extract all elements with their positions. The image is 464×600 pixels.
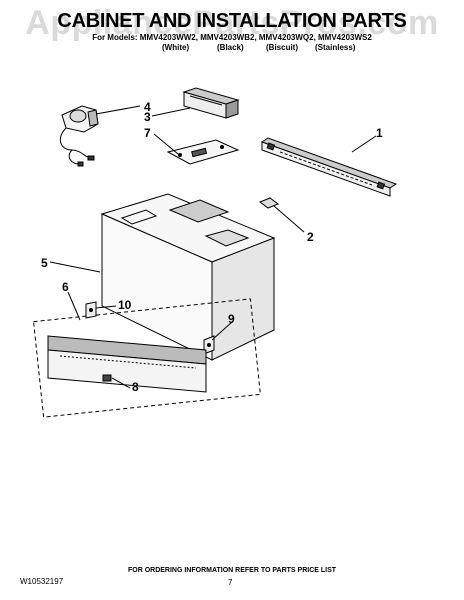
part-7-plate	[166, 139, 240, 165]
color-label-white: (White)	[162, 43, 190, 52]
color-label-stainless: (Stainless)	[315, 43, 356, 52]
part-2-clip	[258, 197, 280, 209]
document-code: W10532197	[20, 577, 64, 586]
part-6-grille	[47, 335, 207, 393]
watermark: AppliancePartsPros.com	[25, 4, 439, 42]
callout-9: 9	[228, 312, 235, 326]
color-label-black: (Black)	[217, 43, 244, 52]
callout-4: 4	[144, 100, 151, 114]
callout-6: 6	[62, 280, 69, 294]
callout-7: 7	[144, 126, 151, 140]
part-10-bracket	[85, 301, 97, 319]
callout-5: 5	[41, 256, 48, 270]
callout-3: 3	[144, 110, 151, 124]
color-label-biscuit: (Biscuit)	[266, 43, 298, 52]
part-8-label	[102, 374, 112, 382]
grille-group-frame	[33, 298, 261, 418]
page-title: CABINET AND INSTALLATION PARTS	[57, 10, 407, 32]
cabinet-housing	[100, 193, 276, 361]
callout-1: 1	[376, 126, 383, 140]
part-4-motor	[59, 105, 99, 167]
callout-2: 2	[307, 230, 314, 244]
part-1-trim-bar	[260, 137, 398, 197]
callout-8: 8	[132, 380, 139, 394]
ordering-info: FOR ORDERING INFORMATION REFER TO PARTS …	[127, 567, 337, 574]
part-3-top-bracket	[182, 87, 240, 119]
leader-lines	[49, 105, 377, 389]
page-number: 7	[228, 578, 233, 587]
model-list: For Models: MMV4203WW2, MMV4203WB2, MMV4…	[92, 33, 372, 42]
callout-10: 10	[118, 298, 132, 312]
